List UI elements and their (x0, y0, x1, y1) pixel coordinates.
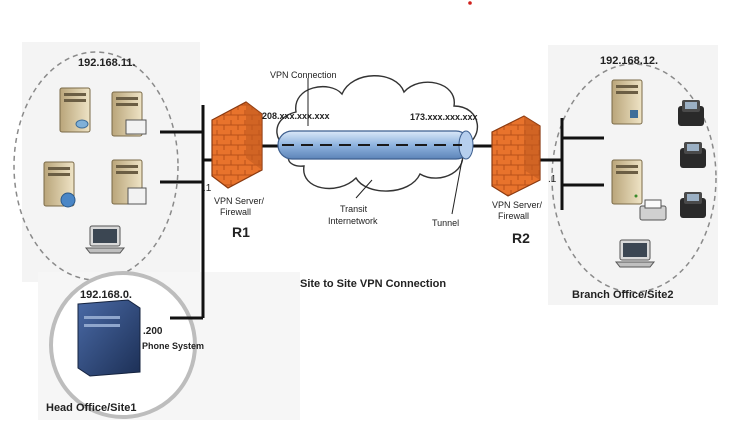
phone-host-suffix: .200 (143, 326, 163, 337)
left-subnet-label: 192.168.11. (78, 57, 136, 69)
web-server-icon (43, 161, 76, 208)
right-lan-wires (538, 118, 604, 210)
mail-server-icon (111, 91, 147, 137)
tunnel-pointer (451, 159, 463, 215)
left-public-ip: 208.xxx.xxx.xxx (262, 111, 330, 121)
vpn-connection-label: VPN Connection (270, 70, 337, 80)
file-server-icon (111, 159, 147, 205)
diagram-title: Site to Site VPN Connection (300, 278, 446, 290)
firewall-r2-icon (491, 115, 541, 197)
transit-pointer (355, 179, 373, 199)
branch-office-label: Branch Office/Site2 (572, 289, 673, 301)
branch-office-lan-ellipse (551, 63, 717, 293)
r1-role-line1: VPN Server/ (214, 196, 265, 206)
right-server-1-icon (611, 79, 643, 125)
right-laptop-icon (615, 239, 655, 268)
r2-name: R2 (512, 230, 530, 246)
r1-name: R1 (232, 224, 250, 240)
right-server-2-icon (611, 159, 643, 205)
transit-label-line1: Transit (340, 204, 368, 214)
printer-icon (639, 199, 667, 221)
phone-system-icon (77, 299, 141, 377)
left-laptop-icon (85, 225, 125, 254)
database-server-icon (59, 87, 91, 133)
firewall-r1-icon (211, 101, 263, 189)
red-dot-marker (468, 1, 472, 5)
right-public-ip: 173.xxx.xxx.xxx (410, 112, 478, 122)
right-host-suffix: .1 (548, 174, 557, 185)
left-host-suffix: .1 (203, 183, 212, 194)
r1-role-line2: Firewall (220, 207, 251, 217)
right-subnet-label: 192.168.12. (600, 55, 658, 67)
left-lan-wires (160, 105, 228, 320)
phone-system-label: Phone System (142, 341, 204, 351)
head-office-label: Head Office/Site1 (46, 402, 136, 414)
phone-subnet-label: 192.168.0. (80, 289, 132, 301)
tunnel-label: Tunnel (432, 218, 459, 228)
r2-role-line2: Firewall (498, 211, 529, 221)
transit-label-line2: Internetwork (328, 216, 378, 226)
r2-role-line1: VPN Server/ (492, 200, 543, 210)
